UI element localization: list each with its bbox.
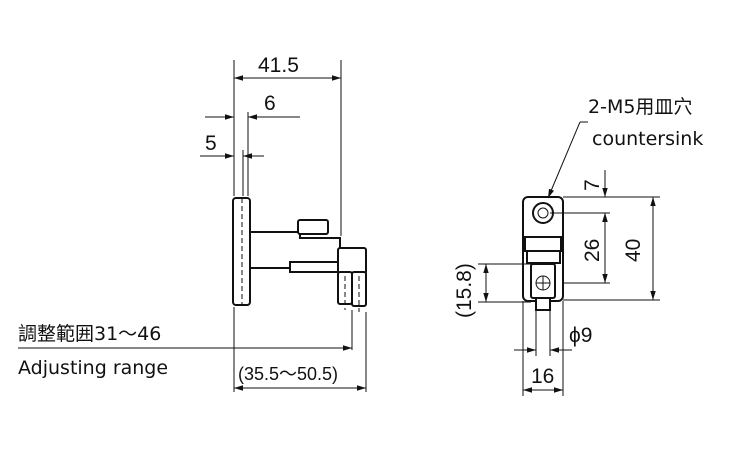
dim-26: 26 xyxy=(581,239,604,262)
dim-6: 6 xyxy=(264,92,276,115)
hole-label: 2-M5用皿穴 xyxy=(588,96,692,118)
adjusting-range-jp: 調整範囲31～46 xyxy=(18,323,161,345)
dim-40: 40 xyxy=(622,239,645,262)
adjusting-range-en: Adjusting range xyxy=(18,357,168,379)
dim-phi-9: ϕ9 xyxy=(569,324,592,347)
adjusting-range-alt: (35.5～50.5) xyxy=(238,364,338,384)
dim-5: 5 xyxy=(205,132,217,155)
dim-15-8: (15.8) xyxy=(453,263,476,318)
dim-7: 7 xyxy=(581,179,604,191)
dim-41-5: 41.5 xyxy=(258,54,299,77)
dim-16: 16 xyxy=(531,365,554,388)
hole-label-en: countersink xyxy=(592,128,703,150)
side-view xyxy=(18,60,367,392)
front-view xyxy=(478,121,660,396)
